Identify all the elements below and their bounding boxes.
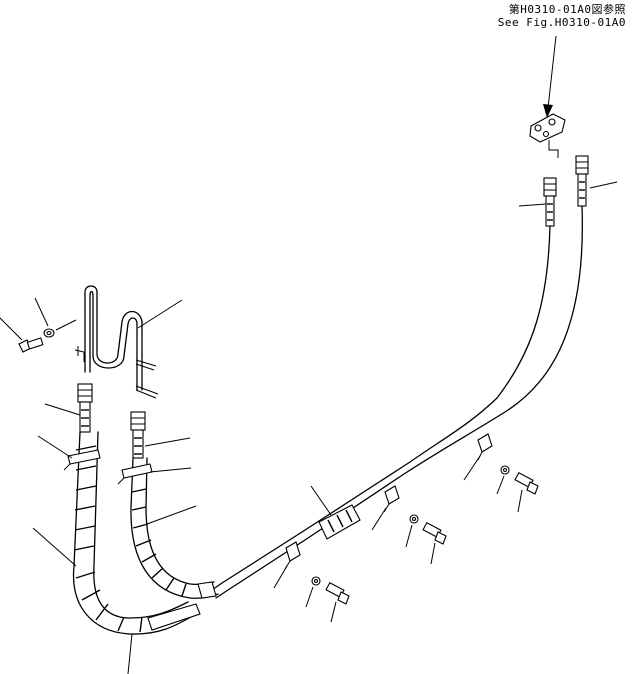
long-hose-pair [211,205,584,599]
reference-note-english: See Fig.H0310-01A0 [497,16,626,29]
u-hose-inner [130,457,219,599]
leader-hose-fitting-right [144,437,191,447]
leader-hose-end-upper-right [589,181,618,189]
leader-bolt-2 [430,542,436,565]
protective-sleeve [318,504,361,540]
reference-arrow [543,35,557,118]
leader-bolt-3 [330,601,337,623]
reference-note-japanese: 第H0310-01A0図参照 [508,3,626,16]
leader-washer-2 [405,524,413,548]
leader-clamp-2 [371,507,387,531]
hose-end-upper-left [543,177,557,227]
bolt-upper-left [18,337,44,353]
top-fitting [529,113,566,158]
leader-steel-tube [137,299,183,329]
tube-bracket-2 [135,359,157,371]
leader-hose-end-upper-left [518,203,547,207]
leader-clamp-1 [463,455,481,481]
hose-end-upper-right [575,155,589,207]
leader-washer-1 [496,475,505,495]
bracket-strap-upper-left [55,319,77,331]
washer-1-hole [502,467,508,473]
leader-clamp-3 [273,565,288,589]
hose-fitting-left [77,383,93,433]
hose-clamp-3 [284,541,301,570]
leader-bolt-1 [517,489,523,513]
u-hose-outer [72,431,201,635]
leader-washer-upper-left [34,297,49,327]
leader-u-hose-clamp-left [37,435,73,459]
hose-clamp-2 [383,485,400,513]
leader-bolt-upper-left [0,317,23,341]
bolt-2 [422,521,447,545]
washer-3-hole [313,578,319,584]
leader-u-hose-outer [32,527,77,567]
leader-u-hose-clamp-right [149,467,192,473]
hose-fitting-right [130,411,146,459]
leader-hose-fitting-left [44,403,81,416]
bolt-1 [514,471,539,495]
washer-upper-left [43,328,55,338]
bolt-3 [325,581,350,605]
tube-bracket-1 [74,346,85,362]
leader-u-hose-inner [146,505,197,525]
steel-tube-pair [84,285,143,391]
leader-protective-sleeve [310,485,332,516]
washer-2-hole [411,516,417,522]
leader-washer-3 [305,586,314,608]
u-hose-clamp-left [63,449,101,471]
leader-u-hose-bottom [127,633,133,674]
tube-bracket-3 [135,385,159,399]
